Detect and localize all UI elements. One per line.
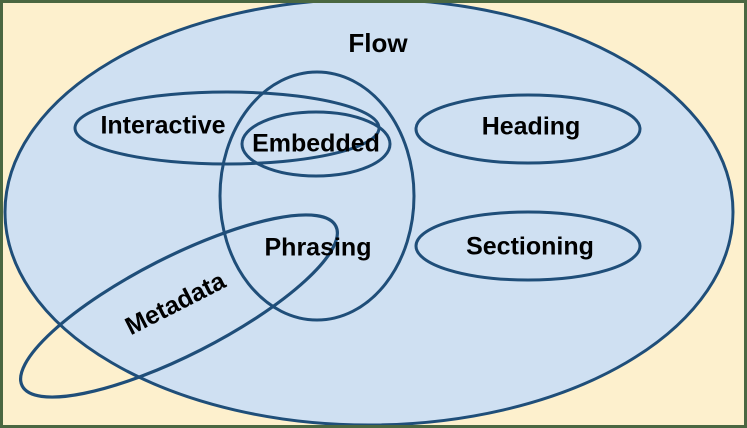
set-label-flow: Flow bbox=[348, 28, 408, 58]
set-label-heading: Heading bbox=[482, 113, 581, 141]
set-ellipse-heading[interactable] bbox=[414, 93, 642, 165]
set-label-phrasing: Phrasing bbox=[265, 234, 372, 262]
set-label-embedded: Embedded bbox=[252, 130, 380, 158]
set-ellipse-metadata[interactable] bbox=[0, 182, 358, 428]
set-ellipse-sectioning[interactable] bbox=[414, 210, 642, 282]
set-label-sectioning: Sectioning bbox=[466, 233, 594, 261]
set-label-interactive: Interactive bbox=[100, 112, 225, 140]
set-ellipse-flow[interactable] bbox=[3, 0, 735, 427]
set-ellipse-embedded[interactable] bbox=[240, 110, 392, 178]
set-ellipse-phrasing[interactable] bbox=[218, 70, 416, 322]
